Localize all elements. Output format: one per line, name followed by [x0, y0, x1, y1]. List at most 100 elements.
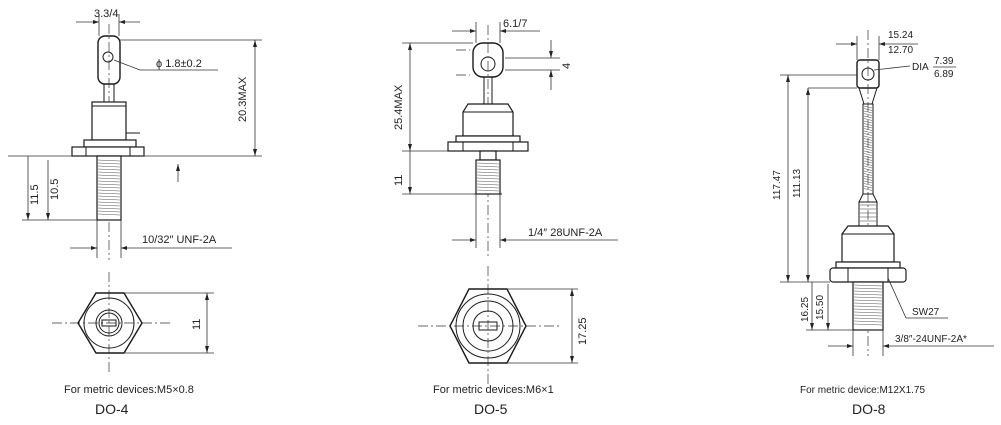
thread-line: [863, 133, 873, 136]
do8-dia-label: DIA: [912, 62, 929, 73]
do4-dim-thread: 10/32″ UNF-2A: [142, 234, 217, 246]
do4-package-name: DO-4: [95, 401, 129, 417]
thread-line: [476, 183, 500, 186]
do8-dim-top-upper: 15.24: [888, 30, 913, 41]
do8-stud-thread: [853, 284, 883, 326]
do4-dim-hex: 11: [191, 319, 203, 330]
thread-line: [97, 171, 121, 174]
do4-dim-hole: ϕ 1.8±0.2: [156, 58, 202, 70]
thread-line: [853, 296, 883, 299]
do4-eyelet-hole: [102, 51, 114, 63]
thread-line: [863, 165, 873, 169]
thread-line: [476, 165, 500, 168]
do5-neck: [479, 150, 497, 161]
do8-dim-wrench: SW27: [912, 307, 940, 318]
thread-line: [97, 168, 121, 171]
do8-drawing: 15.24 12.70 DIA 7.39 6.89 117.47 111.13 …: [772, 30, 994, 417]
thread-line: [863, 175, 873, 179]
thread-line: [863, 148, 873, 151]
do8-dim-length-total: 117.47: [772, 170, 783, 200]
do5-drawing: 6.1/7 4 25.4MAX 11 1/4″ 28UNF-2A: [393, 18, 618, 417]
do4-metric-note: For metric devices:M5×0.8: [64, 384, 194, 396]
thread-line: [97, 198, 121, 201]
thread-line: [863, 138, 873, 141]
thread-line: [97, 165, 121, 168]
do8-hex-nut-side: [829, 267, 907, 283]
thread-line: [863, 113, 873, 116]
do8-body: [841, 225, 895, 263]
thread-line: [853, 293, 883, 296]
do4-dim-stud-10-5: 10.5: [49, 179, 61, 200]
do5-package-name: DO-5: [474, 401, 508, 417]
do5-dim-hex: 17.25: [577, 317, 589, 345]
thread-line: [863, 185, 873, 189]
thread-line: [853, 323, 883, 326]
thread-line: [863, 180, 873, 184]
thread-line: [863, 143, 873, 146]
thread-line: [863, 140, 873, 144]
thread-line: [863, 163, 873, 166]
thread-line: [863, 153, 873, 156]
thread-line: [863, 120, 873, 124]
do4-drawing: 3.3/4 ϕ 1.8±0.2 20.3MAX 11.5 10.5 10/32″…: [8, 8, 262, 417]
thread-line: [97, 183, 121, 186]
do5-stud-thread: [476, 162, 500, 192]
do5-dim-thread: 1/4″ 28UNF-2A: [528, 227, 603, 239]
thread-line: [476, 168, 500, 171]
do4-dim-top-width: 3.3/4: [94, 8, 118, 20]
thread-line: [863, 188, 873, 191]
do8-cable: [862, 103, 874, 195]
do5-stud: [475, 159, 501, 195]
thread-line: [97, 195, 121, 198]
thread-line: [853, 317, 883, 320]
do4-dim-stud-11-5: 11.5: [29, 184, 41, 205]
thread-line: [476, 180, 500, 183]
do5-hex-nut-side: [447, 141, 529, 152]
do4-flange: [83, 139, 137, 148]
thread-line: [863, 105, 873, 109]
do4-dim-height-max: 20.3MAX: [237, 76, 249, 122]
do4-stud-thread: [97, 159, 121, 216]
thread-line: [863, 135, 873, 139]
do8-dim-length-inner: 111.13: [792, 168, 803, 198]
do4-bottom-flange: [83, 297, 135, 349]
do5-dim-height-max: 25.4MAX: [393, 84, 405, 130]
do8-flange: [835, 261, 901, 269]
thread-line: [97, 186, 121, 189]
do8-dim-stud-15-50: 15.50: [815, 295, 826, 320]
thread-line: [863, 118, 873, 121]
thread-line: [853, 320, 883, 323]
thread-line: [863, 108, 873, 111]
thread-line: [863, 183, 873, 186]
do8-cable-braid: [863, 105, 873, 191]
thread-line: [853, 314, 883, 317]
thread-line: [853, 302, 883, 305]
thread-line: [97, 207, 121, 210]
thread-line: [97, 189, 121, 192]
do8-dim-dia-lower: 6.89: [934, 69, 954, 80]
thread-line: [853, 305, 883, 308]
do5-dim-tab: 4: [561, 63, 573, 69]
thread-line: [863, 110, 873, 114]
do5-metric-note: For metric devices:M6×1: [433, 384, 554, 396]
thread-line: [476, 174, 500, 177]
thread-line: [863, 168, 873, 171]
thread-line: [97, 162, 121, 165]
do4-bottom-terminal: [101, 319, 117, 327]
thread-line: [476, 162, 500, 165]
do8-metric-note: For metric device:M12X1.75: [800, 385, 925, 396]
thread-line: [863, 128, 873, 131]
thread-line: [97, 204, 121, 207]
thread-line: [863, 115, 873, 119]
thread-line: [863, 178, 873, 181]
thread-line: [97, 159, 121, 162]
thread-line: [853, 284, 883, 287]
thread-line: [97, 210, 121, 213]
thread-line: [863, 125, 873, 129]
thread-line: [476, 171, 500, 174]
thread-line: [863, 150, 873, 154]
thread-line: [853, 299, 883, 302]
thread-line: [863, 158, 873, 161]
do8-dim-thread: 3/8″-24UNF-2A*: [895, 334, 967, 345]
